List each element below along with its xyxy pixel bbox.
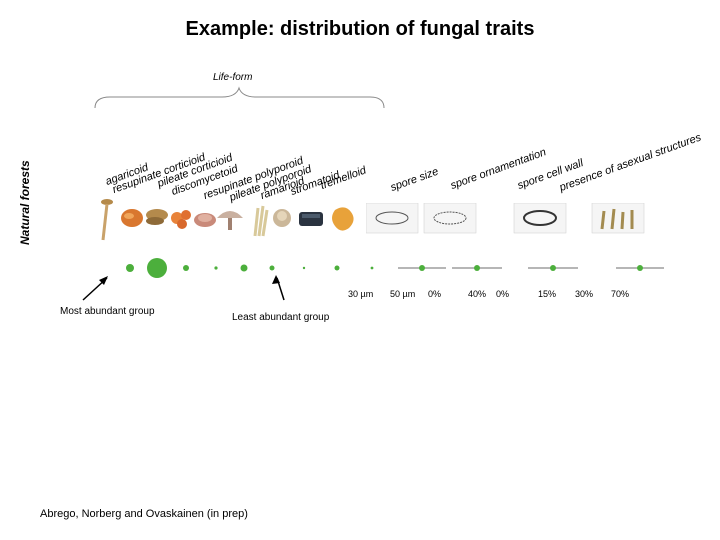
range-max-label: 50 µm: [390, 289, 416, 299]
least-abundant-label: Least abundant group: [232, 312, 330, 323]
credit-text: Abrego, Norberg and Ovaskainen (in prep): [40, 508, 248, 520]
dot-stromatoid: [334, 265, 340, 271]
discomycetoid-image: [171, 210, 191, 229]
least-abundant-arrowhead: [272, 275, 280, 284]
lifeform-label: Life-form: [213, 72, 253, 83]
pileate-corticioid-image: [146, 209, 168, 225]
range-marker-ornamentation: [474, 265, 480, 271]
resupinate-polyporoid-image: [194, 213, 216, 227]
dot-agaricoid: [126, 264, 134, 272]
most-abundant-arrowhead: [99, 276, 108, 285]
dot-tremelloid: [370, 266, 374, 270]
spore-ornamentation-image: [423, 203, 477, 234]
range-marker-cell-wall: [550, 265, 556, 271]
resupinate-corticioid-image: [121, 209, 143, 227]
range-min-label: 30 µm: [348, 289, 374, 299]
tremelloid-image: [299, 212, 323, 226]
most-abundant-label: Most abundant group: [60, 306, 155, 317]
pileate-polyporoid-image: [217, 211, 243, 230]
range-marker-asexual: [637, 265, 643, 271]
range-max-label: 15%: [538, 289, 557, 299]
dot-ramarioid: [302, 266, 306, 270]
dot-resupinate-corticioid: [147, 258, 167, 278]
ramarioid-image: [253, 205, 269, 237]
range-min-label: 30%: [575, 289, 594, 299]
stromatoid-image: [273, 209, 291, 227]
range-max-label: 70%: [611, 289, 630, 299]
lifeform-brace: [94, 86, 385, 109]
spore-cell-wall-image: [513, 203, 567, 234]
fungi-thumbnails: [101, 199, 354, 241]
page-title: Example: distribution of fungal traits: [185, 18, 535, 40]
dot-pileate-corticioid: [183, 265, 189, 271]
jelly-fungus-image: [332, 207, 354, 231]
dot-pileate-polyporoid: [269, 265, 275, 271]
range-min-label: 0%: [496, 289, 510, 299]
spore-size-image: [366, 203, 419, 234]
dot-discomycetoid: [214, 266, 218, 270]
spore-thumbnails: [366, 203, 645, 234]
range-marker-spore-size: [419, 265, 425, 271]
dot-resupinate-polyporoid: [240, 264, 248, 272]
agaricoid-image: [101, 199, 113, 241]
range-max-label: 40%: [468, 289, 487, 299]
range-min-label: 0%: [428, 289, 442, 299]
